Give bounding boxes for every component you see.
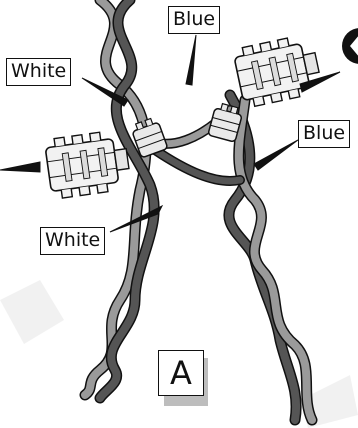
connector-left <box>44 129 132 200</box>
marker-a: A <box>158 350 204 396</box>
connector-top-right <box>233 33 324 108</box>
badge-circle-partial <box>342 28 358 64</box>
label-blue-right: Blue <box>298 120 350 148</box>
label-white-left: White <box>6 58 71 86</box>
label-white-lower: White <box>40 227 105 255</box>
twisted-pair-a <box>85 0 154 398</box>
label-blue-top: Blue <box>168 6 220 34</box>
